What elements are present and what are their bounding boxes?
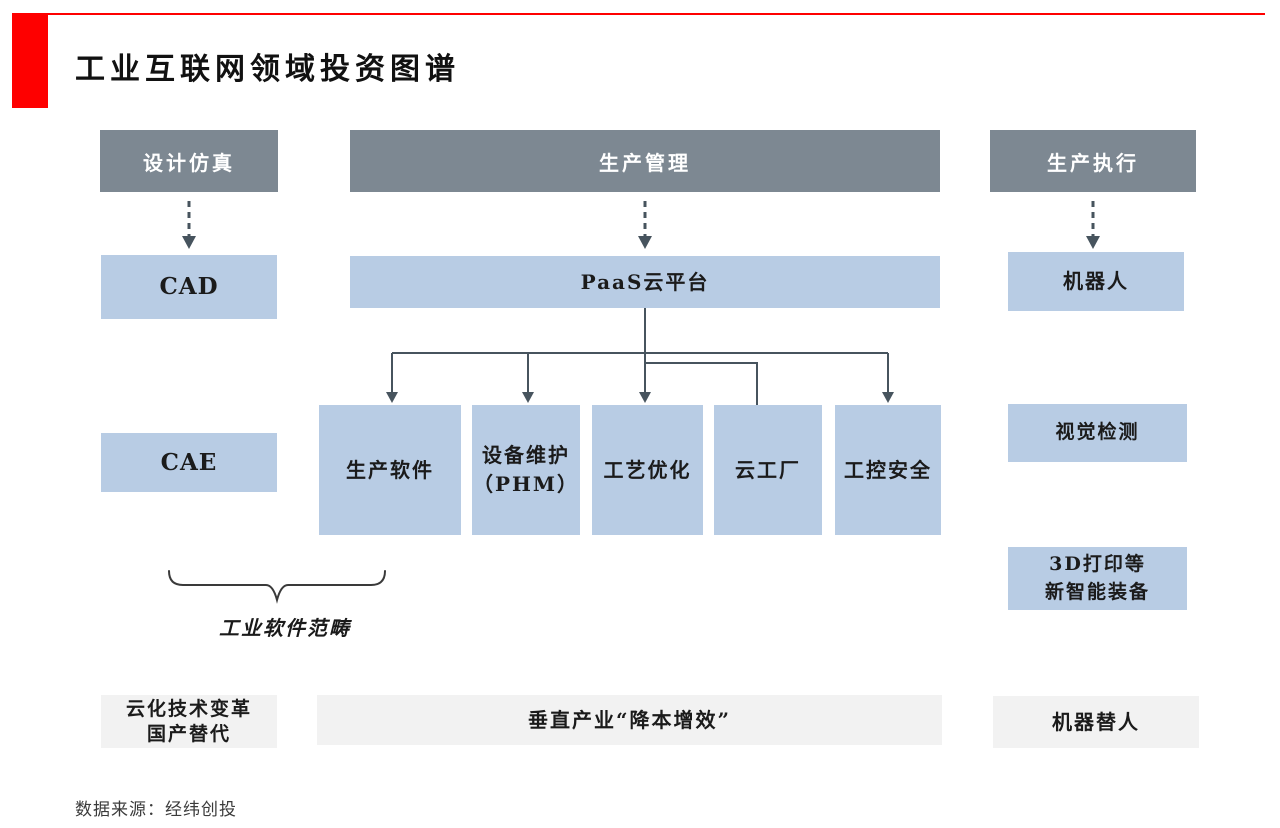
box-production-software-label: 生产软件	[346, 457, 434, 482]
box-cloud-factory: 云工厂	[714, 405, 822, 535]
header-design-simulation-label: 设计仿真	[143, 150, 235, 175]
box-process-optimization: 工艺优化	[592, 405, 703, 535]
box-cae: CAE	[101, 433, 277, 492]
data-source-note: 数据来源：经纬创投	[75, 800, 237, 819]
box-ics-security: 工控安全	[835, 405, 941, 535]
box-cad-label: CAD	[159, 273, 219, 301]
box-vertical-industry-efficiency-label: 垂直产业“降本增效”	[527, 708, 731, 732]
arrowhead-paas	[638, 236, 652, 249]
box-visual-inspection: 视觉检测	[1008, 404, 1187, 462]
header-design-simulation: 设计仿真	[100, 130, 278, 192]
box-ics-security-label: 工控安全	[844, 457, 932, 482]
box-equipment-maintenance-phm-label: 设备维护 （PHM）	[472, 443, 580, 496]
box-machine-replacing-labor: 机器替人	[993, 696, 1199, 748]
arrowhead-equip-maint	[522, 392, 534, 403]
dashed-arrow-lines	[187, 201, 1095, 236]
box-cloud-tech-transformation: 云化技术变革 国产替代	[101, 695, 277, 748]
arrowhead-robot	[1086, 236, 1100, 249]
arrowhead-cad	[182, 236, 196, 249]
header-production-execution: 生产执行	[990, 130, 1196, 192]
paas-tree-connector	[391, 308, 889, 406]
box-cae-label: CAE	[160, 448, 218, 476]
arrowhead-prod-software	[386, 392, 398, 403]
industrial-software-scope-label: 工业软件范畴	[219, 616, 351, 640]
top-accent-line	[12, 13, 1265, 15]
box-cad: CAD	[101, 255, 277, 319]
box-vertical-industry-efficiency: 垂直产业“降本增效”	[317, 695, 942, 745]
industrial-software-brace	[168, 570, 386, 604]
box-paas-label: PaaS云平台	[580, 269, 710, 294]
box-3d-printing-smart-equipment-label: 3D打印等 新智能装备	[1044, 552, 1150, 603]
box-visual-inspection-label: 视觉检测	[1055, 421, 1140, 444]
arrowhead-ics-security	[882, 392, 894, 403]
header-production-management-label: 生产管理	[599, 150, 691, 175]
box-robot: 机器人	[1008, 252, 1184, 311]
box-cloud-tech-transformation-label: 云化技术变革 国产替代	[125, 697, 252, 745]
header-production-execution-label: 生产执行	[1047, 150, 1139, 175]
arrowhead-process-opt	[639, 392, 651, 403]
box-3d-printing-smart-equipment: 3D打印等 新智能装备	[1008, 547, 1187, 610]
box-robot-label: 机器人	[1063, 269, 1129, 293]
box-machine-replacing-labor-label: 机器替人	[1052, 710, 1140, 734]
header-production-management: 生产管理	[350, 130, 940, 192]
red-accent-block	[12, 14, 48, 108]
dashed-arrowheads	[182, 236, 1100, 249]
box-production-software: 生产软件	[319, 405, 461, 535]
page-title: 工业互联网领域投资图谱	[75, 53, 460, 86]
box-process-optimization-label: 工艺优化	[603, 457, 692, 482]
box-cloud-factory-label: 云工厂	[735, 457, 801, 482]
box-equipment-maintenance-phm: 设备维护 （PHM）	[472, 405, 580, 535]
drop-cloud-factory	[645, 362, 758, 406]
box-paas-cloud-platform: PaaS云平台	[350, 256, 940, 308]
